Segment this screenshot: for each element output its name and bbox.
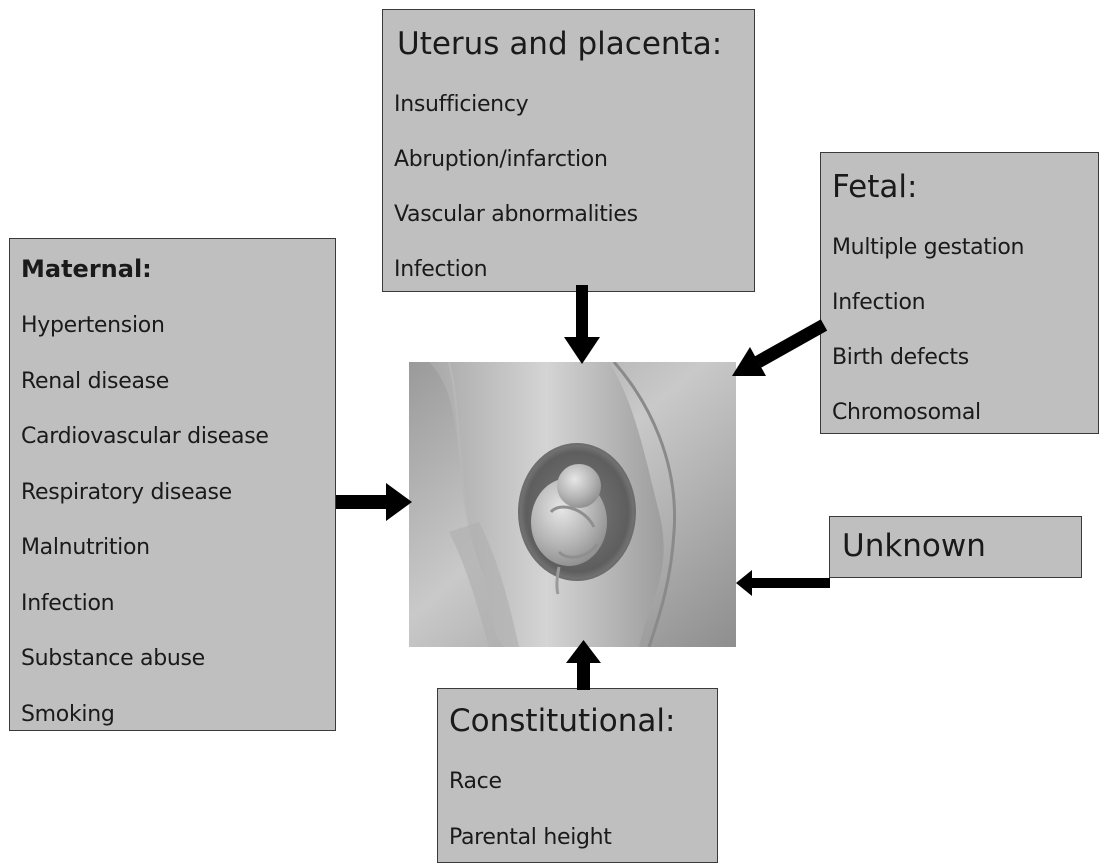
arrow-uterus-to-center [564, 285, 600, 364]
arrow-fetal-to-center [732, 325, 824, 376]
arrow-maternal-to-center [336, 483, 412, 521]
arrow-constitutional-to-center [566, 640, 601, 690]
arrow-unknown-to-center [736, 570, 830, 596]
